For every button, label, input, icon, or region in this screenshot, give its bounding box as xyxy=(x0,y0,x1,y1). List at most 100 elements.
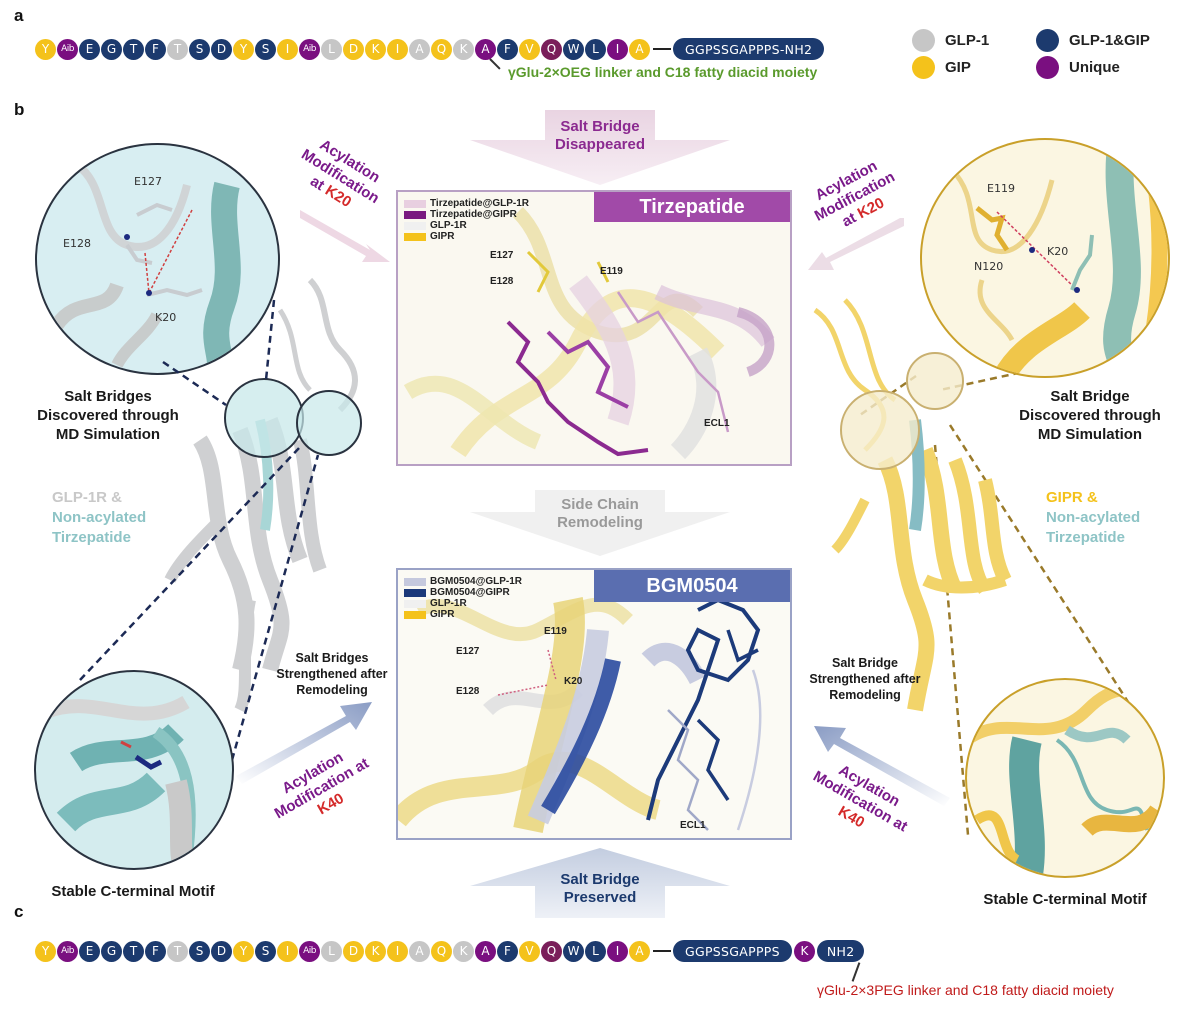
gipr-motif-render xyxy=(967,684,1163,876)
residue-4: G xyxy=(101,940,122,962)
glp1r-small-circle-2 xyxy=(296,390,362,456)
residue-14: L xyxy=(321,38,342,60)
glp1r-receptor-label: GLP-1R & Non-acylated Tirzepatide xyxy=(52,489,147,546)
legend-label: GLP-1 xyxy=(945,32,990,49)
glp1r-salt-bridge-zoom: E127 E128 K20 xyxy=(35,143,280,375)
glp1r-small-circle-1 xyxy=(224,378,304,458)
tirzepatide-structure-render xyxy=(398,192,790,464)
residue-24: Q xyxy=(541,38,562,60)
residue-17: I xyxy=(387,38,408,60)
residue-10: Y xyxy=(233,940,254,962)
residue-13: Aib xyxy=(299,38,320,60)
zoom-label-n120: N120 xyxy=(974,260,1004,273)
residue-19: Q xyxy=(431,940,452,962)
residue-17: I xyxy=(387,940,408,962)
residue-27: I xyxy=(607,940,628,962)
legend-row: GLP-1R xyxy=(404,598,522,609)
residue-28: A xyxy=(629,38,650,60)
residue-2: Aib xyxy=(57,38,78,60)
modification-pointer-c xyxy=(851,962,861,982)
residue-26: L xyxy=(585,940,606,962)
legend-row: BGM0504@GLP-1R xyxy=(404,576,522,587)
residue-1: Y xyxy=(35,940,56,962)
residue-16: K xyxy=(365,940,386,962)
legend-shared: GLP-1&GIP xyxy=(1036,29,1150,52)
residue-12: I xyxy=(277,940,298,962)
zoom-label-k20: K20 xyxy=(155,311,177,324)
residue-6: F xyxy=(145,38,166,60)
legend-swatch xyxy=(1036,29,1059,52)
residue-label-e128: E128 xyxy=(456,686,480,697)
residue-8: S xyxy=(189,940,210,962)
residue-8: S xyxy=(189,38,210,60)
residue-1: Y xyxy=(35,38,56,60)
residue-label-e119: E119 xyxy=(544,626,567,637)
gipr-c-terminal-zoom xyxy=(965,678,1165,878)
residue-label-e128: E128 xyxy=(490,276,514,287)
arrow-acylation-k40-right xyxy=(814,726,950,806)
tirzepatide-legend: Tirzepatide@GLP-1R Tirzepatide@GIPR GLP-… xyxy=(404,198,529,242)
residue-16: K xyxy=(365,38,386,60)
nh2-cap: NH2 xyxy=(816,940,865,962)
gipr-small-circle-1 xyxy=(840,390,920,470)
tirzepatide-title: Tirzepatide xyxy=(594,192,790,222)
bgm0504-legend: BGM0504@GLP-1R BGM0504@GIPR GLP-1R GIPR xyxy=(404,576,522,620)
residue-3: E xyxy=(79,940,100,962)
modification-note-c: γGlu-2×3PEG linker and C18 fatty diacid … xyxy=(817,982,1114,998)
linker-bond xyxy=(653,950,671,952)
legend-row: GIPR xyxy=(404,231,529,242)
residue-label-e127: E127 xyxy=(490,250,514,261)
bgm0504-title: BGM0504 xyxy=(594,570,790,602)
residue-13: Aib xyxy=(299,940,320,962)
residue-18: A xyxy=(409,38,430,60)
residue-28: A xyxy=(629,940,650,962)
residue-23: V xyxy=(519,38,540,60)
residue-2: Aib xyxy=(57,940,78,962)
zoom-label-e128: E128 xyxy=(63,237,91,250)
arrow-up-preserved xyxy=(470,848,730,918)
gipr-receptor-structure xyxy=(813,298,1012,712)
arrow-down-remodeling xyxy=(470,490,730,556)
residue-21: A xyxy=(475,38,496,60)
residue-11: S xyxy=(255,38,276,60)
legend-row: Tirzepatide@GLP-1R xyxy=(404,198,529,209)
residue-20: K xyxy=(453,940,474,962)
arrow-down-disappeared xyxy=(470,110,730,185)
legend-glp1: GLP-1 xyxy=(912,29,989,52)
arrow-acylation-k20-right xyxy=(808,218,904,270)
legend-gip: GIP xyxy=(912,56,971,79)
c-terminal-tail: GGPSSGAPPPS xyxy=(673,940,792,962)
gipr-salt-bridge-zoom: E119 N120 K20 xyxy=(920,138,1170,378)
residue-12: I xyxy=(277,38,298,60)
gipr-caption-stable: Stable C-terminal Motif xyxy=(983,891,1147,908)
bgm0504-structure-box: BGM0504 BGM0504@GLP-1R BGM0504@GIPR GLP-… xyxy=(396,568,792,840)
residue-25: W xyxy=(563,38,584,60)
residue-22: F xyxy=(497,940,518,962)
zoom-label-e127: E127 xyxy=(134,175,162,188)
glp1r-motif-render xyxy=(43,695,197,868)
legend-swatch xyxy=(912,29,935,52)
legend-row: GIPR xyxy=(404,609,522,620)
residue-24: Q xyxy=(541,940,562,962)
legend-label: GLP-1&GIP xyxy=(1069,32,1150,49)
residue-22: F xyxy=(497,38,518,60)
residue-3: E xyxy=(79,38,100,60)
residue-15: D xyxy=(343,38,364,60)
legend-swatch xyxy=(1036,56,1059,79)
residue-25: W xyxy=(563,940,584,962)
zoom-label-k20: K20 xyxy=(1047,245,1069,258)
legend-row: Tirzepatide@GIPR xyxy=(404,209,529,220)
residue-26: L xyxy=(585,38,606,60)
arrow-acylation-k20-left xyxy=(300,210,390,262)
residue-label-ecl1: ECL1 xyxy=(680,820,706,831)
residue-label-k20: K20 xyxy=(564,676,583,687)
residue-label-ecl1: ECL1 xyxy=(704,418,730,429)
panel-label-b: b xyxy=(14,100,25,119)
residue-27: I xyxy=(607,38,628,60)
residue-5: T xyxy=(123,38,144,60)
residue-9: D xyxy=(211,940,232,962)
legend-label: GIP xyxy=(945,59,971,76)
